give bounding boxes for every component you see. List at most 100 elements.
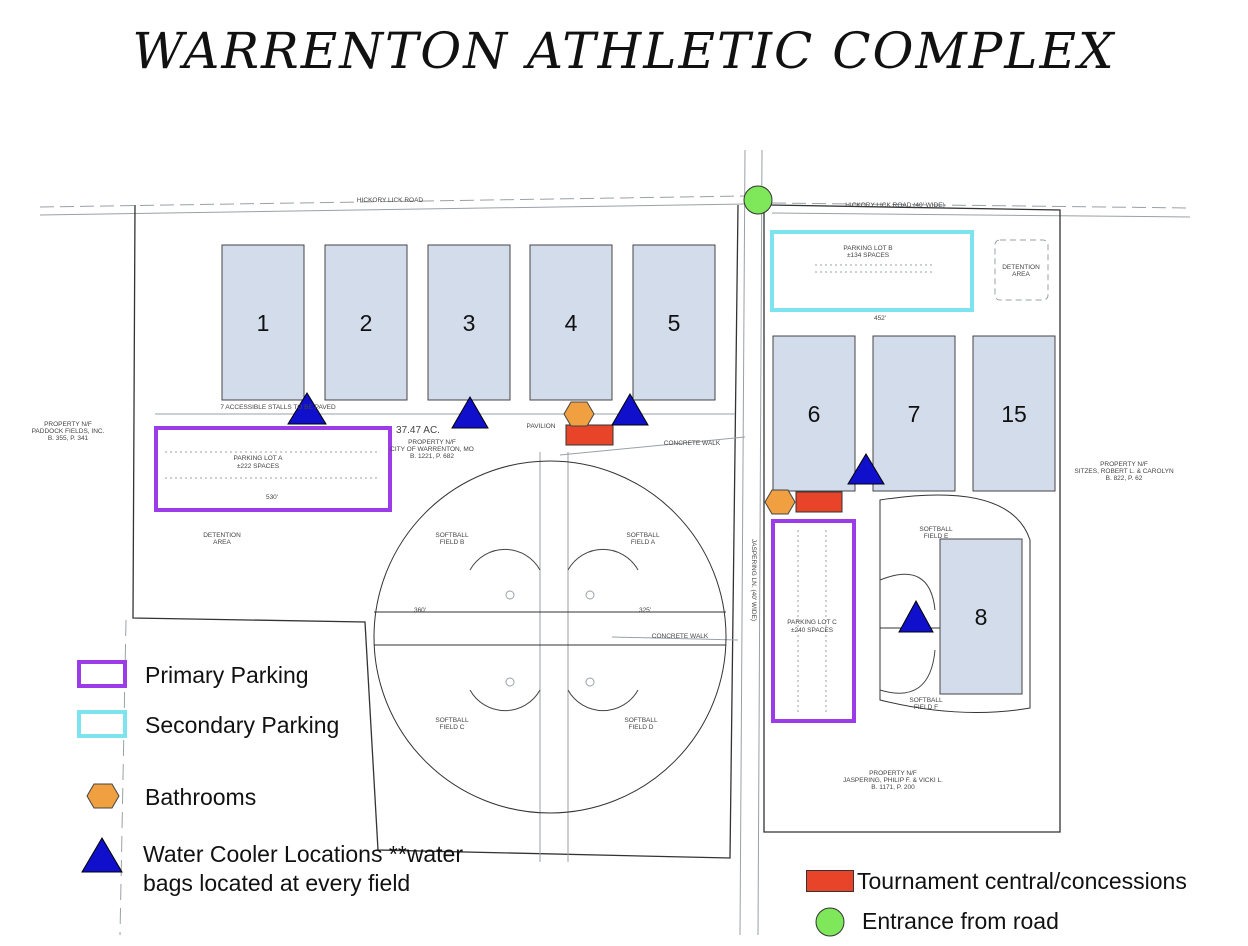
road-line	[39, 195, 746, 208]
legend-tournament: Tournament central/concessions	[857, 868, 1187, 894]
parking-lot-a-capacity: ±222 SPACES	[237, 463, 280, 470]
street-label: JASPERING LN. (40' WIDE)	[750, 539, 757, 621]
field-2	[324, 244, 408, 401]
softball-label: SOFTBALL	[435, 532, 469, 539]
walk-label: CONCRETE WALK	[652, 633, 709, 640]
softball-label: FIELD A	[631, 539, 656, 546]
detention-area	[994, 239, 1049, 301]
parking-lot-c-label: PARKING LOT C	[787, 619, 837, 626]
property-paddock-label: PROPERTY N/F	[44, 421, 92, 428]
parking-lot-b-label: PARKING LOT B	[843, 245, 892, 252]
base-marker	[585, 677, 595, 687]
dimension-label: 530'	[266, 494, 278, 501]
acreage-label: 37.47 AC.	[396, 425, 440, 436]
road-line	[771, 212, 1191, 218]
parking-lot-c	[771, 519, 856, 723]
stalls-label: 7 ACCESSIBLE STALLS TO BE PAVED	[220, 404, 336, 411]
infield-arc	[469, 689, 541, 712]
dimension-label: 452'	[874, 315, 886, 322]
road-line	[39, 203, 746, 216]
field-label: 3	[463, 310, 476, 336]
field-label: 2	[360, 310, 373, 336]
softball-label: FIELD D	[629, 724, 654, 731]
field-5	[632, 244, 716, 401]
legend-bathrooms: Bathrooms	[145, 784, 257, 810]
field-8	[939, 538, 1023, 695]
bathroom-icon	[86, 783, 120, 809]
legend-secondary-parking: Secondary Parking	[145, 712, 340, 738]
property-sitzes-label: PROPERTY N/F	[1100, 461, 1148, 468]
softball-label: FIELD E	[924, 533, 949, 540]
parking-lot-b-capacity: ±134 SPACES	[847, 252, 890, 259]
water-cooler-icon	[287, 392, 327, 425]
softball-label: SOFTBALL	[435, 717, 469, 724]
bathroom-icon	[764, 489, 796, 515]
water-cooler-icon	[81, 837, 123, 873]
base-marker	[505, 677, 515, 687]
water-cooler-icon	[898, 599, 934, 633]
softball-complex-outline	[373, 460, 727, 814]
water-cooler-icon	[451, 396, 489, 429]
water-cooler-icon	[611, 393, 649, 426]
entrance-icon	[815, 907, 845, 937]
detention-label: AREA	[1012, 271, 1030, 278]
softball-label: FIELD F	[914, 704, 938, 711]
detention-label: DETENTION	[203, 532, 241, 539]
infield-arc	[567, 548, 639, 571]
page-title: WARRENTON ATHLETIC COMPLEX	[132, 22, 1116, 80]
property-paddock-label: B. 355, P. 341	[48, 435, 89, 442]
entrance-icon	[743, 185, 773, 215]
road-line	[757, 149, 763, 936]
secondary-parking-swatch	[77, 710, 127, 738]
field-7	[872, 335, 956, 492]
bathroom-icon	[563, 401, 595, 427]
property-sitzes-label: SITZES, ROBERT L. & CAROLYN	[1074, 468, 1174, 475]
pavilion-label: PAVILION	[526, 423, 555, 430]
road-label: HICKORY LICK ROAD	[357, 197, 424, 204]
softball-label: SOFTBALL	[624, 717, 658, 724]
softball-label: FIELD C	[440, 724, 465, 731]
road-line	[771, 202, 1191, 209]
base-marker	[505, 590, 515, 600]
parking-lot-a-label: PARKING LOT A	[234, 455, 284, 462]
parking-lot-a	[154, 426, 392, 512]
property-jaspering-label: PROPERTY N/F	[869, 770, 917, 777]
tournament-central	[795, 491, 843, 513]
infield-arc	[879, 573, 936, 611]
softball-label: SOFTBALL	[626, 532, 660, 539]
softball-outline	[879, 494, 1031, 713]
field-6	[772, 335, 856, 492]
field-4	[529, 244, 613, 401]
softball-label: SOFTBALL	[909, 697, 943, 704]
property-city-label: B. 1221, P. 682	[410, 453, 454, 460]
legend-entrance: Entrance from road	[862, 908, 1059, 934]
legend-water-bags: bags located at every field	[143, 870, 411, 896]
property-jaspering-label: B. 1171, P. 200	[871, 784, 915, 791]
primary-parking-swatch	[77, 660, 127, 688]
dimension-label: 325'	[639, 607, 651, 614]
parking-lot-b	[770, 230, 974, 312]
field-label: 1	[257, 310, 270, 336]
walkway	[611, 636, 739, 641]
property-paddock-label: PADDOCK FIELDS, INC.	[32, 428, 105, 435]
legend-water-coolers: Water Cooler Locations **water	[143, 841, 464, 867]
road-line	[739, 149, 746, 936]
field-3	[427, 244, 511, 401]
water-cooler-icon	[847, 453, 885, 485]
tournament-central	[565, 424, 614, 446]
property-jaspering-label: JASPERING, PHILIP F. & VICKI L.	[843, 777, 943, 784]
property-city-label: CITY OF WARRENTON, MO	[390, 446, 474, 453]
field-label: 4	[565, 310, 578, 336]
field-label: 7	[908, 401, 921, 427]
field-label: 15	[1001, 401, 1027, 427]
parking-lot-c-capacity: ±240 SPACES	[791, 627, 834, 634]
legend-primary-parking: Primary Parking	[145, 662, 309, 688]
softball-label: SOFTBALL	[919, 526, 953, 533]
walkway	[559, 436, 746, 456]
walk-label: CONCRETE WALK	[664, 440, 721, 447]
field-label: 8	[975, 604, 988, 630]
base-marker	[585, 590, 595, 600]
field-15	[972, 335, 1056, 492]
property-sitzes-label: B. 822, P. 62	[1106, 475, 1143, 482]
